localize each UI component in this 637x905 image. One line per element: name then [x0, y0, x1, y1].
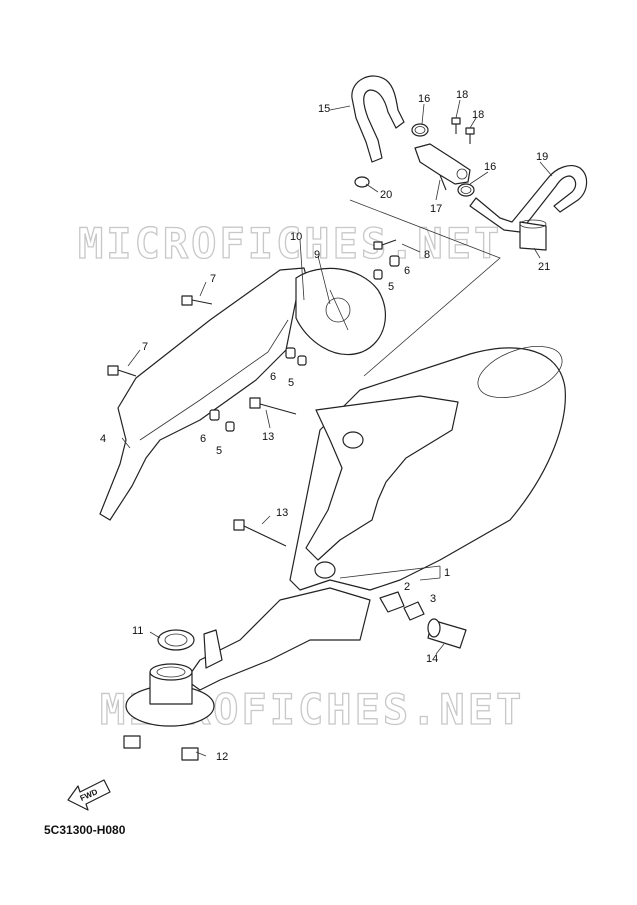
callout-11: 11: [132, 625, 143, 637]
callout-10: 10: [290, 231, 302, 243]
reed-valve-bracket-17: [414, 143, 471, 191]
bolt-7b: [107, 365, 137, 377]
callout-21: 21: [538, 261, 550, 273]
callout-9: 9: [314, 249, 320, 261]
bolt-7a: [181, 295, 213, 306]
callout-13a: 13: [262, 431, 274, 443]
callout-5b: 5: [288, 377, 294, 389]
leader-lines: [121, 99, 553, 757]
collar-2: [379, 591, 405, 613]
air-hose-15: [351, 75, 405, 163]
callout-17: 17: [430, 203, 442, 215]
callout-18b: 18: [472, 109, 484, 121]
bolt-13a: [249, 397, 297, 415]
callout-3: 3: [430, 593, 436, 605]
collar-5a: [297, 355, 307, 366]
callout-14: 14: [426, 653, 438, 665]
callout-5c: 5: [216, 445, 222, 457]
air-hose-19: [469, 165, 588, 233]
watermark-top: MICROFICHES.NET: [78, 219, 502, 268]
callout-5a: 5: [388, 281, 394, 293]
exhaust-pipe: [185, 587, 371, 691]
callout-19: 19: [536, 151, 548, 163]
muffler-assembly-1: [289, 346, 566, 591]
guard-plate-9: [295, 267, 386, 356]
callout-4: 4: [100, 433, 106, 445]
grommet-6c: [389, 255, 400, 267]
callout-12: 12: [216, 751, 228, 763]
callout-8: 8: [424, 249, 430, 261]
callout-16a: 16: [418, 93, 430, 105]
bolt-18b: [465, 127, 475, 144]
callout-2: 2: [404, 581, 410, 593]
hose-clamp-16a: [411, 123, 429, 137]
exhaust-flange: [125, 663, 215, 727]
bolt-8: [373, 239, 397, 250]
nut-12a: [123, 735, 141, 749]
gasket-11: [157, 629, 195, 651]
collar-5b: [225, 421, 235, 432]
hose-clamp-16b: [457, 183, 475, 197]
callout-6c: 6: [200, 433, 206, 445]
grommet-6a: [285, 347, 296, 359]
filter-21: [519, 219, 547, 251]
callout-7a: 7: [210, 273, 216, 285]
nut-12b: [181, 747, 199, 761]
callout-6a: 6: [404, 265, 410, 277]
collar-3: [403, 601, 425, 621]
muffler-heat-guard-4: [99, 267, 309, 521]
callout-6b: 6: [270, 371, 276, 383]
callout-7b: 7: [142, 341, 148, 353]
callout-16b: 16: [484, 161, 496, 173]
diagram-code: 5C31300-H080: [44, 823, 126, 837]
callout-1: 1: [444, 567, 450, 579]
callout-20: 20: [380, 189, 392, 201]
bolt-13b: [233, 519, 287, 547]
clamp-20: [354, 176, 370, 188]
bolt-18a: [451, 117, 461, 134]
collar-5c: [373, 269, 383, 280]
assembly-guide-line: [349, 199, 501, 377]
fwd-arrow-icon: FWD: [67, 779, 111, 811]
grommet-6b: [209, 409, 220, 421]
callout-13b: 13: [276, 507, 288, 519]
spacer-14: [427, 618, 467, 649]
callout-18a: 18: [456, 89, 468, 101]
callout-15: 15: [318, 103, 330, 115]
